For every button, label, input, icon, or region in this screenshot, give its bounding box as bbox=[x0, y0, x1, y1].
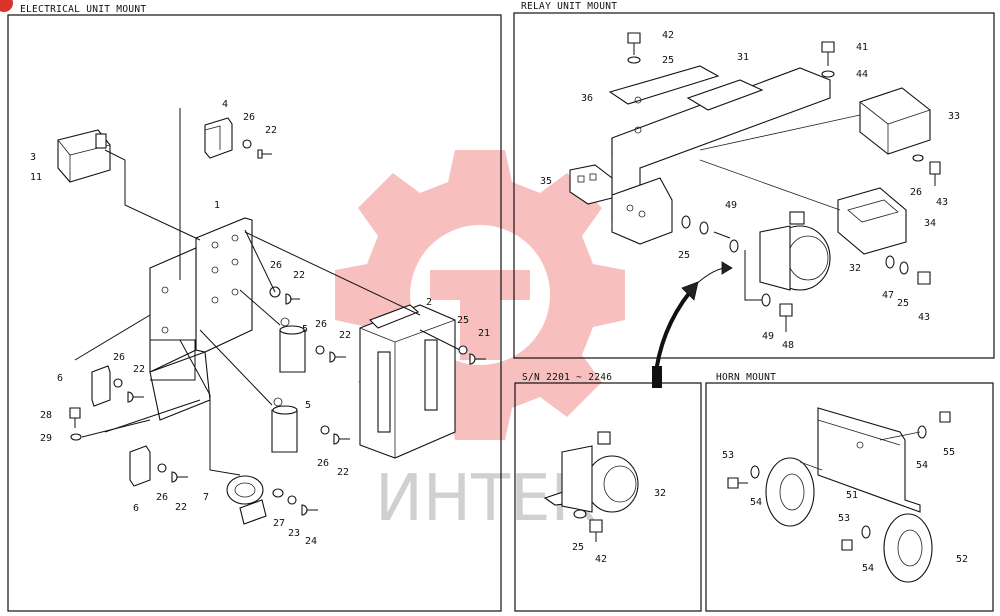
panel-title-relay: RELAY UNIT MOUNT bbox=[521, 1, 617, 12]
callouts-serial: 32 25 42 bbox=[572, 488, 666, 565]
callout: 47 bbox=[882, 290, 894, 301]
horn-52 bbox=[883, 513, 933, 583]
connector-35 bbox=[569, 164, 613, 205]
callout: 22 bbox=[175, 502, 187, 513]
callout: 53 bbox=[838, 513, 850, 524]
control-unit-2 bbox=[359, 304, 456, 459]
callout: 48 bbox=[782, 340, 794, 351]
callout: 26 bbox=[317, 458, 329, 469]
callout: 6 bbox=[57, 373, 63, 384]
callout: 7 bbox=[203, 492, 209, 503]
callout: 2 bbox=[426, 297, 432, 308]
callout: 22 bbox=[293, 270, 305, 281]
callout: 31 bbox=[737, 52, 749, 63]
callout: 4 bbox=[222, 99, 228, 110]
callout: 5 bbox=[302, 324, 308, 335]
panel-electrical-unit-mount: ELECTRICAL UNIT MOUNT bbox=[7, 4, 502, 612]
callout: 29 bbox=[40, 433, 52, 444]
relay-6-upper bbox=[91, 365, 111, 407]
callout: 28 bbox=[40, 410, 52, 421]
relay-33 bbox=[859, 87, 931, 155]
callout: 26 bbox=[243, 112, 255, 123]
callout: 3 bbox=[30, 152, 36, 163]
callout: 22 bbox=[133, 364, 145, 375]
horn-32-alt bbox=[543, 431, 639, 513]
callout: 26 bbox=[315, 319, 327, 330]
callout: 41 bbox=[856, 42, 868, 53]
panel-relay-unit-mount: RELAY UNIT MOUNT bbox=[513, 1, 995, 359]
relay-5-lower bbox=[271, 397, 298, 453]
callout: 25 bbox=[897, 298, 909, 309]
callout: 25 bbox=[662, 55, 674, 66]
panel-serial-range: S/N 2201 ~ 2246 32 25 42 bbox=[514, 372, 702, 612]
callout: 21 bbox=[478, 328, 490, 339]
relay-6-lower bbox=[129, 445, 151, 487]
connector-7 bbox=[226, 475, 267, 525]
relay-4 bbox=[204, 117, 233, 159]
callouts-horn: 53 54 55 54 51 53 54 52 bbox=[722, 447, 968, 574]
callout: 23 bbox=[288, 528, 300, 539]
transition-arrow bbox=[652, 281, 699, 388]
panel-title-horn: HORN MOUNT bbox=[716, 372, 776, 383]
callout: 26 bbox=[270, 260, 282, 271]
callout: 22 bbox=[265, 125, 277, 136]
callout: 25 bbox=[572, 542, 584, 553]
callout: 42 bbox=[662, 30, 674, 41]
callout: 54 bbox=[862, 563, 874, 574]
callout: 49 bbox=[762, 331, 774, 342]
callouts-electrical: 3 11 4 26 22 1 26 22 2 5 26 22 25 21 6 2… bbox=[30, 99, 490, 547]
callouts-relay: 42 25 31 41 44 36 33 35 26 43 34 49 25 3… bbox=[540, 30, 960, 351]
callout: 49 bbox=[725, 200, 737, 211]
callout: 25 bbox=[678, 250, 690, 261]
callout: 6 bbox=[133, 503, 139, 514]
panel-title-electrical: ELECTRICAL UNIT MOUNT bbox=[20, 4, 146, 15]
relay-5-upper bbox=[279, 317, 306, 373]
callout: 34 bbox=[924, 218, 936, 229]
plate-36 bbox=[608, 65, 720, 105]
callout: 51 bbox=[846, 490, 858, 501]
callout: 24 bbox=[305, 536, 317, 547]
callout: 52 bbox=[956, 554, 968, 565]
callout: 43 bbox=[936, 197, 948, 208]
callout: 44 bbox=[856, 69, 868, 80]
callout: 54 bbox=[916, 460, 928, 471]
callout: 35 bbox=[540, 176, 552, 187]
callout: 36 bbox=[581, 93, 593, 104]
panel-title-serial: S/N 2201 ~ 2246 bbox=[522, 372, 612, 383]
callout: 55 bbox=[943, 447, 955, 458]
callout: 26 bbox=[910, 187, 922, 198]
callout: 53 bbox=[722, 450, 734, 461]
mounting-bracket bbox=[149, 217, 253, 421]
panel-horn-mount: HORN MOUNT 53 54 55 54 51 53 bbox=[705, 372, 994, 612]
callout: 22 bbox=[337, 467, 349, 478]
relay-bracket-31 bbox=[611, 67, 831, 245]
callout: 43 bbox=[918, 312, 930, 323]
callout: 42 bbox=[595, 554, 607, 565]
callout: 54 bbox=[750, 497, 762, 508]
callout: 27 bbox=[273, 518, 285, 529]
horn-32 bbox=[759, 211, 831, 291]
relay-block-3 bbox=[57, 129, 111, 183]
callout: 1 bbox=[214, 200, 220, 211]
callout: 26 bbox=[113, 352, 125, 363]
callout: 25 bbox=[457, 315, 469, 326]
callout: 11 bbox=[30, 172, 42, 183]
corner-mark bbox=[0, 0, 13, 12]
callout: 26 bbox=[156, 492, 168, 503]
callout: 5 bbox=[305, 400, 311, 411]
callout: 32 bbox=[849, 263, 861, 274]
horn-51 bbox=[765, 457, 823, 527]
callout: 32 bbox=[654, 488, 666, 499]
relay-34 bbox=[837, 187, 907, 255]
horn-bracket bbox=[817, 407, 921, 513]
callout: 33 bbox=[948, 111, 960, 122]
callout: 22 bbox=[339, 330, 351, 341]
